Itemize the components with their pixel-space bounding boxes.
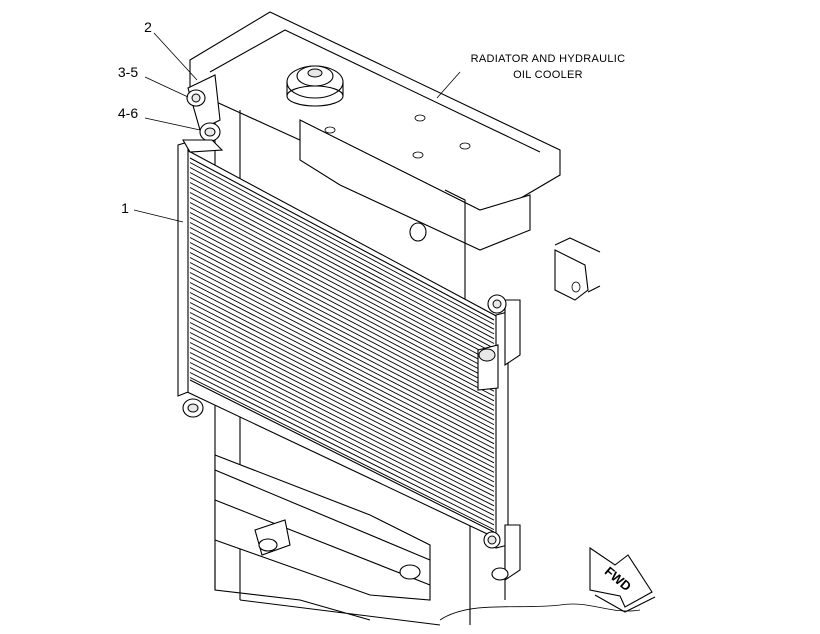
cooler-fin [189, 357, 495, 511]
cooler-fin [189, 202, 495, 363]
cooler-fin [189, 297, 495, 454]
callout-1-label: 1 [121, 200, 129, 216]
radiator-housing [189, 11, 641, 626]
callout-4-6-label: 4-6 [118, 105, 138, 121]
mount-fittings [182, 74, 521, 582]
cooler-fin [189, 207, 495, 368]
cooler-fin [189, 237, 495, 397]
cooler-fin [189, 197, 495, 359]
cooler-fin [189, 302, 495, 459]
cooler-fin [189, 212, 495, 373]
fwd-arrow: FWD [589, 546, 656, 613]
cooler-fin [189, 332, 495, 488]
cooler-fin [189, 227, 495, 387]
cooler-fin [189, 347, 495, 502]
cooler-fin [189, 242, 495, 402]
cooler-fin [189, 327, 495, 483]
cooler-fin [189, 292, 495, 449]
cooler-fin [189, 307, 495, 464]
cooler-fin [189, 352, 495, 507]
cooler-fin [189, 277, 495, 435]
oil-cooler-core [177, 141, 509, 549]
cooler-fin [189, 287, 495, 445]
callout-3-5: 3-5 [118, 64, 189, 98]
cooler-fin [189, 187, 495, 349]
cooler-fin [189, 222, 495, 383]
cooler-fin [189, 177, 495, 340]
callout-3-5-label: 3-5 [118, 64, 138, 80]
title-leader [436, 71, 461, 99]
callout-2-label: 2 [144, 19, 152, 35]
callout-2: 2 [144, 19, 198, 81]
cooler-fin [189, 322, 495, 478]
cooler-fin [189, 312, 495, 469]
callout-1: 1 [121, 200, 184, 223]
cooler-fin [189, 257, 495, 416]
callout-4-6: 4-6 [118, 105, 201, 131]
cooler-fin [189, 367, 495, 521]
cooler-fin [189, 262, 495, 421]
cooler-fin [189, 362, 495, 516]
cooler-fin [189, 372, 495, 526]
title-line-1: RADIATOR AND HYDRAULIC [471, 53, 626, 65]
cooler-fin [189, 182, 495, 344]
cooler-fin [189, 167, 495, 330]
cooler-fin [189, 377, 495, 531]
title-line-2: OIL COOLER [513, 69, 583, 81]
cooler-fin [189, 337, 495, 492]
cooler-fin [189, 342, 495, 497]
cooler-fin [189, 172, 495, 335]
cooler-fin [189, 272, 495, 430]
cooler-fin [189, 282, 495, 440]
cooler-fin [189, 232, 495, 392]
cooler-fins [189, 162, 495, 531]
cooler-fin [189, 217, 495, 378]
cooler-fin [189, 162, 495, 325]
cooler-fin [189, 192, 495, 354]
cooler-fin [189, 252, 495, 411]
cooler-fin [189, 317, 495, 473]
cooler-fin [189, 267, 495, 425]
diagram-title: RADIATOR AND HYDRAULIC OIL COOLER [436, 53, 626, 99]
cooler-fin [189, 247, 495, 406]
